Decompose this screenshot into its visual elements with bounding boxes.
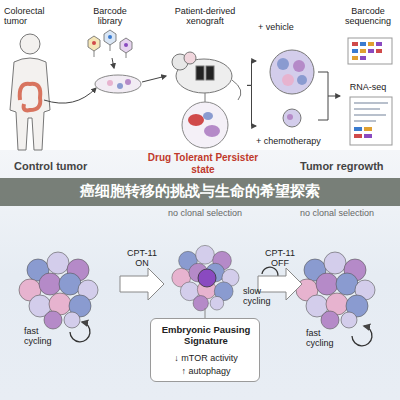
- cell-cluster: slow cycling: [165, 238, 280, 310]
- node-heading: Barcode library: [84, 6, 136, 27]
- node-heading: + vehicle: [258, 22, 318, 32]
- node-text: ↓ mTOR activity: [155, 353, 257, 363]
- annotation-label: CPT-11 ON: [120, 248, 164, 269]
- treatment-arm: + chemotherapy: [256, 100, 320, 152]
- node-heading: slow cycling: [243, 286, 279, 307]
- flow-connector: [247, 85, 256, 126]
- cell-cluster: fast cycling: [10, 240, 105, 360]
- signature-box: Embryonic Pausing Signature ↓ mTOR activi…: [150, 318, 260, 382]
- annotation-label: Tumor regrowth: [300, 160, 390, 173]
- node-heading: + chemotherapy: [256, 136, 322, 146]
- node-text: ↑ autophagy: [155, 366, 257, 376]
- cell-cluster: fast cycling: [290, 240, 390, 360]
- illustrated-panel: Barcode library: [80, 4, 140, 64]
- annotation-label: no clonal selection: [300, 208, 390, 218]
- node-heading: fast cycling: [24, 326, 64, 347]
- annotation-label: Drug Tolerant Persister state: [138, 152, 268, 175]
- node-heading: fast cycling: [306, 328, 346, 349]
- node-heading: RNA-seq: [340, 82, 396, 92]
- readout-panel: Barcode sequencing: [338, 4, 398, 68]
- readout-panel: RNA-seq: [338, 80, 398, 148]
- annotation-label: Control tumor: [14, 160, 104, 173]
- illustrated-panel: Colorectal tumor: [2, 4, 72, 150]
- annotation-label: CPT-11 OFF: [256, 248, 304, 269]
- node-heading: Patient-derived xenograft: [163, 6, 247, 27]
- banner-title: 癌细胞转移的挑战与生命的希望探索: [0, 183, 400, 200]
- illustrated-panel: Patient-derived xenograft: [163, 4, 247, 152]
- node-heading: Barcode sequencing: [340, 6, 396, 27]
- node-heading: Colorectal tumor: [4, 6, 56, 27]
- treatment-arm: + vehicle: [256, 22, 318, 100]
- node-heading: Embryonic Pausing Signature: [155, 325, 257, 347]
- flow-connector: [247, 61, 256, 85]
- annotation-label: no clonal selection: [150, 208, 260, 218]
